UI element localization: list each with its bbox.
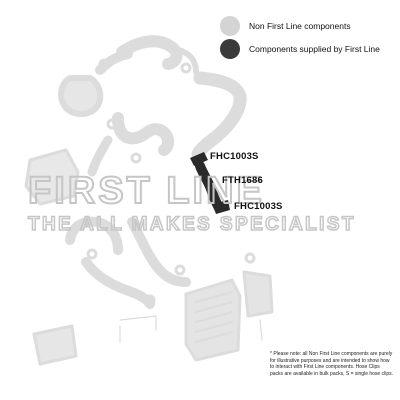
part-label-clip-top: FHC1003S bbox=[210, 151, 259, 162]
first-line-hose-assembly bbox=[190, 152, 230, 214]
legend-label-first-line: Components supplied by First Line bbox=[249, 44, 380, 54]
part-label-hose: FTH1686 bbox=[222, 175, 264, 186]
turbo-hose bbox=[195, 161, 223, 211]
legend-non-first-line: Non First Line components bbox=[220, 16, 351, 36]
hose-clip-bottom bbox=[212, 200, 230, 214]
hose-clip-top bbox=[190, 152, 208, 166]
legend-dot-dark-icon bbox=[220, 39, 240, 59]
watermark-tagline: THE ALL MAKES SPECIALIST bbox=[28, 214, 356, 235]
legend-first-line: Components supplied by First Line bbox=[220, 39, 380, 59]
watermark-brand: FIRST LINE bbox=[28, 170, 265, 212]
ghost-components bbox=[24, 35, 274, 366]
footnote: * Please note: all Non First Line compon… bbox=[270, 351, 393, 377]
part-label-clip-bottom: FHC1003S bbox=[234, 201, 283, 212]
legend-label-non-first-line: Non First Line components bbox=[249, 21, 351, 31]
legend-dot-grey-icon bbox=[220, 16, 240, 36]
brand-watermark: FIRST LINE THE ALL MAKES SPECIALIST bbox=[27, 169, 356, 236]
